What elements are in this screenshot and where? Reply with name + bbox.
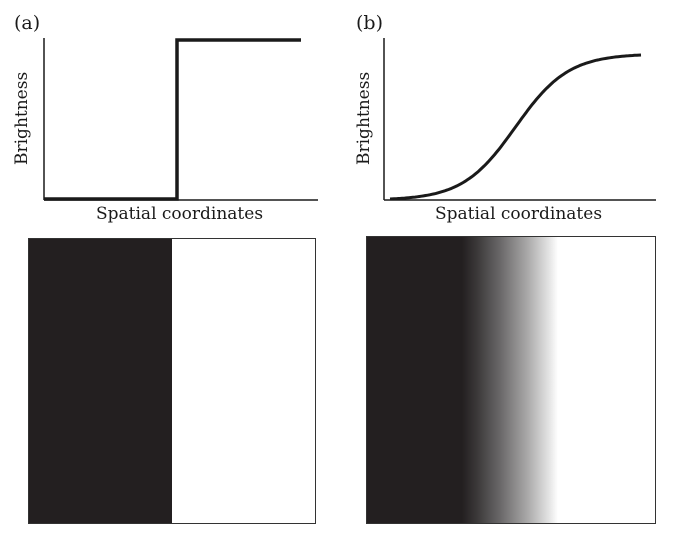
panel-b-gradient-transition-region [462,237,558,523]
panel-b-sigmoid-profile-line [389,53,642,201]
panel-a-step-profile-line [44,38,301,201]
panel-b-dark-region [367,237,463,523]
panel-b-label: (b) [356,12,383,34]
panel-a-step-edge-image [28,238,316,524]
panel-a-dark-region [29,239,172,523]
panel-a-xlabel: Spatial coordinates [96,204,264,224]
panel-a-label: (a) [14,12,41,34]
panel-b-xlabel: Spatial coordinates [435,204,603,224]
panel-b-gradual-edge-image [366,236,656,524]
